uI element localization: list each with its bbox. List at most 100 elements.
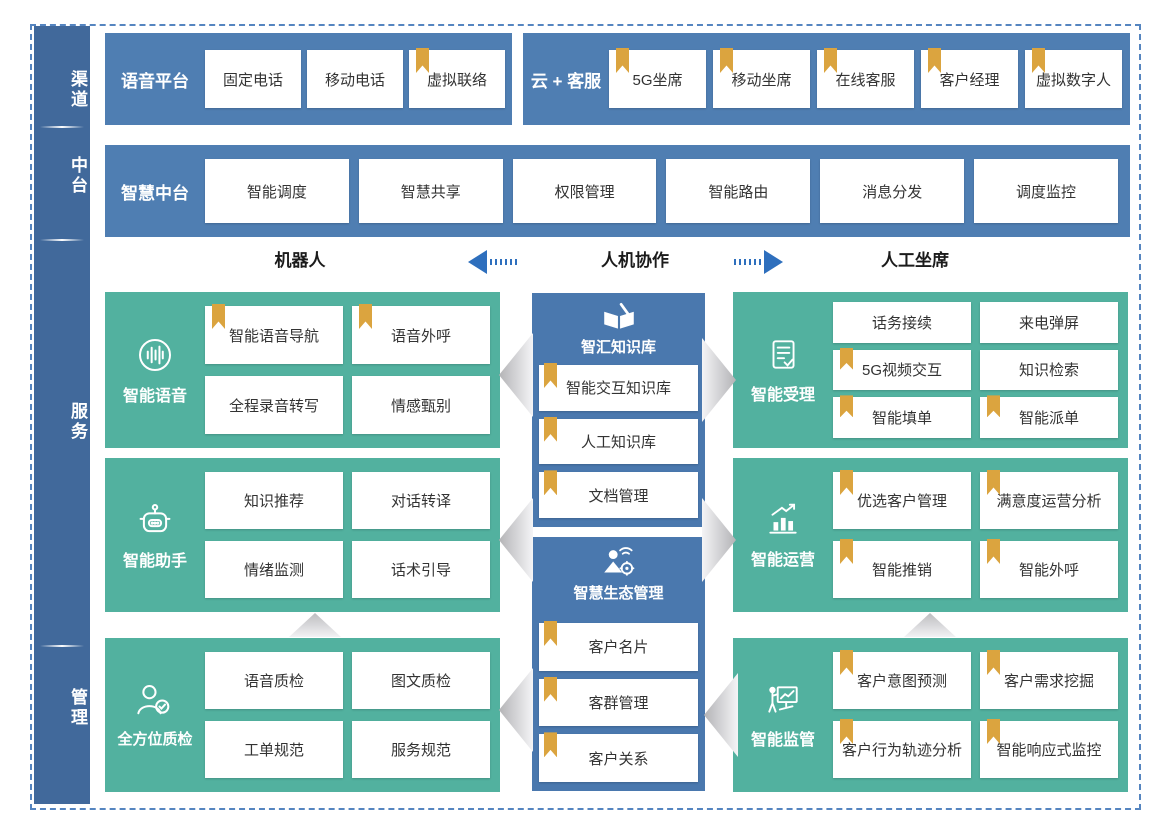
chevron-left-icon	[496, 496, 534, 589]
arrow-right-head-icon	[764, 250, 783, 274]
triangle-up-icon	[288, 612, 342, 643]
bookmark-icon	[616, 48, 629, 73]
feature-box-virtual-contact: 虚拟联络	[409, 48, 505, 108]
voice-waves-icon	[135, 335, 175, 375]
bookmark-icon	[928, 48, 941, 73]
chevron-left-icon	[701, 671, 739, 764]
block-smart-operation-header: 智能运营	[733, 458, 833, 612]
feature-label: 5G坐席	[632, 71, 683, 89]
bookmark-icon	[987, 395, 1000, 418]
block-smart-supervision-items: 客户意图预测 客户需求挖掘 客户行为轨迹分析 智能响应式监控	[833, 638, 1128, 792]
smart-middle-platform-label: 智慧中台	[121, 183, 189, 203]
feature-label: 智能语音导航	[228, 327, 319, 345]
feature-box-behavior-trajectory-analysis: 客户行为轨迹分析	[833, 719, 971, 778]
document-check-icon	[764, 336, 802, 374]
feature-label: 智能外呼	[1018, 562, 1079, 579]
feature-box-customer-intent-prediction: 客户意图预测	[833, 650, 971, 709]
bookmark-icon	[840, 470, 853, 495]
feature-label: 移动电话	[324, 71, 385, 89]
feature-box-responsive-monitoring: 智能响应式监控	[980, 719, 1118, 778]
block-label: 智汇知识库	[580, 339, 656, 356]
bookmark-icon	[840, 719, 853, 744]
feature-box-virtual-human: 虚拟数字人	[1025, 48, 1122, 108]
bookmark-icon	[824, 48, 837, 73]
voice-platform-band: 语音平台 固定电话 移动电话 虚拟联络	[105, 33, 512, 125]
column-header-agent: 人工坐席	[881, 251, 949, 270]
feature-label: 在线客服	[835, 71, 896, 89]
chevron-left-icon	[496, 666, 534, 759]
voice-platform-items: 固定电话 移动电话 虚拟联络	[205, 48, 512, 108]
block-smart-voice-header: 智能语音	[105, 292, 205, 448]
feature-box-knowledge-retrieval: 知识检索	[980, 349, 1118, 391]
block-label: 智能监管	[750, 731, 815, 749]
chevron-right-icon	[701, 336, 739, 429]
sidebar-divider	[40, 126, 84, 128]
feature-label: 固定电话	[222, 71, 283, 89]
bookmark-icon	[840, 539, 853, 564]
feature-label: 智能派单	[1018, 410, 1079, 428]
feature-box-mobile-phone: 移动电话	[307, 50, 403, 108]
feature-box-script-guidance: 话术引导	[352, 541, 490, 598]
feature-box-account-manager: 客户经理	[921, 48, 1018, 108]
feature-label: 全程录音转写	[228, 397, 319, 415]
smart-middle-platform-band: 智慧中台 智能调度 智慧共享 权限管理 智能路由 消息分发 调度监控	[105, 145, 1130, 237]
feature-box-manual-kb: 人工知识库	[539, 416, 698, 465]
feature-label: 人工知识库	[580, 434, 656, 451]
feature-box-preferred-customer-mgmt: 优选客户管理	[833, 470, 971, 529]
feature-box-incoming-call-popup: 来电弹屏	[980, 302, 1118, 343]
layer-label-management: 管理	[68, 688, 87, 728]
feature-box-customer-relationship: 客户关系	[539, 732, 698, 783]
feature-label: 图文质检	[390, 673, 451, 690]
layer-label-service: 服务	[68, 402, 87, 442]
feature-label: 智能推销	[871, 562, 932, 579]
feature-label: 智慧共享	[400, 183, 461, 201]
feature-box-emotion-monitoring: 情绪监测	[205, 541, 343, 598]
feature-box-smart-form-filling: 智能填单	[833, 395, 971, 438]
feature-label: 5G视频交互	[861, 362, 942, 380]
presenter-board-icon	[764, 681, 802, 719]
feature-label: 客群管理	[588, 695, 649, 712]
sidebar-divider	[40, 239, 84, 241]
block-smart-supervision-header: 智能监管	[733, 638, 833, 792]
block-smart-assistant-items: 知识推荐 对话转译 情绪监测 话术引导	[205, 458, 500, 612]
arrow-dashed-tail-icon	[734, 259, 761, 265]
feature-label: 语音质检	[243, 673, 304, 690]
feature-label: 智能调度	[246, 183, 307, 201]
block-label: 智慧生态管理	[573, 585, 664, 602]
chevron-left-icon	[496, 331, 534, 424]
bookmark-icon	[987, 470, 1000, 495]
bookmark-icon	[987, 539, 1000, 564]
block-smart-operation: 智能运营 优选客户管理 满意度运营分析 智能推销 智能外呼	[733, 458, 1128, 612]
feature-box-message-distribution: 消息分发	[820, 159, 965, 223]
feature-box-fixed-phone: 固定电话	[205, 50, 301, 108]
bookmark-icon	[544, 363, 557, 388]
block-eco-management-items: 客户名片 客群管理 客户关系	[532, 609, 705, 791]
feature-label: 满意度运营分析	[996, 493, 1102, 510]
feature-box-smart-sales: 智能推销	[833, 539, 971, 598]
feature-box-smart-dispatch: 智能调度	[205, 159, 349, 223]
feature-box-voice-outbound: 语音外呼	[352, 304, 490, 364]
feature-box-smart-routing: 智能路由	[666, 159, 811, 223]
person-gear-icon	[600, 545, 638, 579]
bookmark-icon	[416, 48, 429, 73]
sidebar-divider	[40, 645, 84, 647]
feature-label: 客户需求挖掘	[1003, 673, 1094, 690]
bookmark-icon	[840, 650, 853, 675]
open-book-icon	[600, 301, 638, 333]
feature-box-5g-video-interaction: 5G视频交互	[833, 347, 971, 391]
person-inspect-icon	[135, 681, 175, 721]
voice-platform-label: 语音平台	[121, 71, 189, 91]
block-all-round-qc-items: 语音质检 图文质检 工单规范 服务规范	[205, 638, 500, 792]
block-eco-management: 智慧生态管理 客户名片 客群管理 客户关系	[532, 537, 705, 791]
chart-growth-icon	[764, 501, 802, 539]
feature-label: 调度监控	[1016, 183, 1077, 201]
feature-label: 客户关系	[588, 750, 649, 768]
block-smart-acceptance: 智能受理 话务接续 来电弹屏 5G视频交互 知识检索 智能填单 智能派单	[733, 292, 1128, 448]
feature-label: 对话转译	[390, 493, 451, 510]
feature-label: 情绪监测	[243, 562, 304, 579]
feature-box-customer-demand-mining: 客户需求挖掘	[980, 650, 1118, 709]
feature-label: 客户意图预测	[856, 673, 947, 690]
feature-label: 情感甄别	[390, 397, 451, 415]
block-eco-management-header: 智慧生态管理	[532, 537, 705, 609]
feature-box-mobile-seat: 移动坐席	[713, 48, 810, 108]
